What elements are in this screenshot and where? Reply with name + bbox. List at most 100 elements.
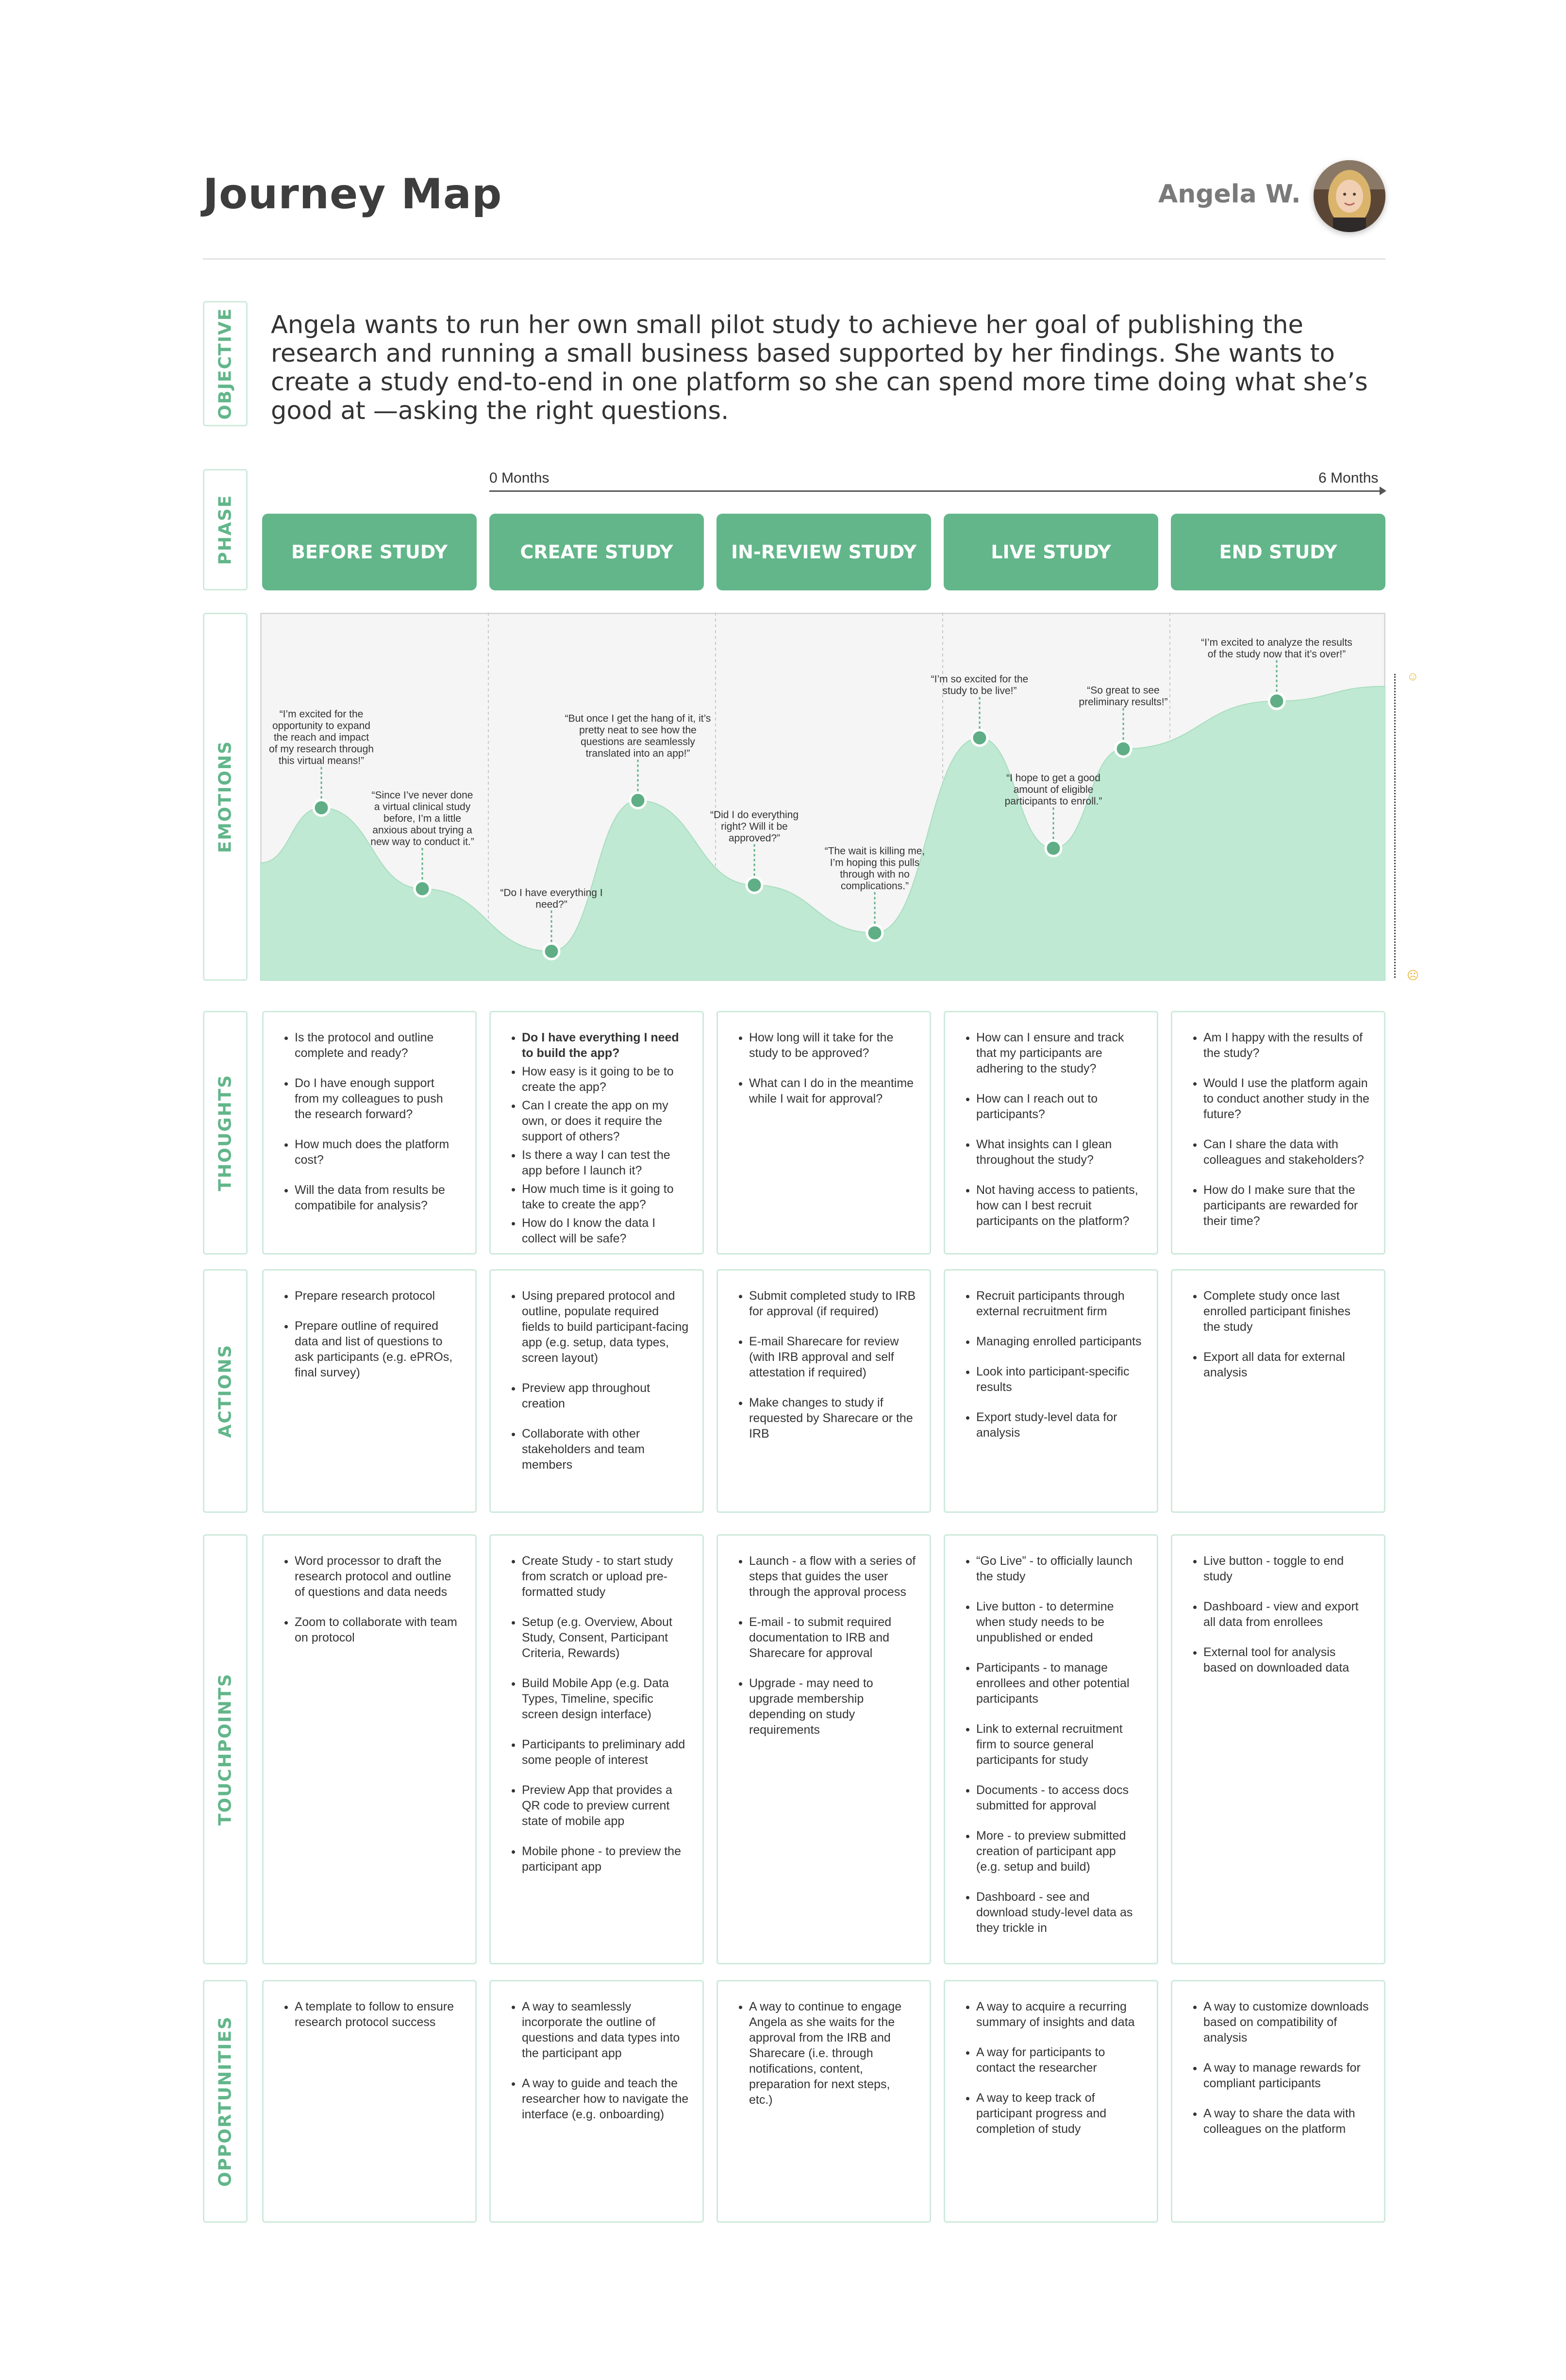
touchpoint-item: Link to external recruitment firm to sou… — [976, 1721, 1143, 1768]
touchpoint-item: Word processor to draft the research pro… — [295, 1553, 462, 1600]
touchpoint-item: Build Mobile App (e.g. Data Types, Timel… — [522, 1676, 689, 1722]
touchpoint-card-end-study: Live button - toggle to end studyDashboa… — [1171, 1534, 1385, 1964]
row-label-actions: ACTIONS — [203, 1269, 248, 1513]
action-item: Look into participant-specific results — [976, 1364, 1143, 1395]
touchpoint-item: Upgrade - may need to upgrade membership… — [749, 1676, 916, 1738]
action-card-before-study: Prepare research protocolPrepare outline… — [262, 1269, 477, 1513]
opportunity-card-end-study: A way to customize downloads based on co… — [1171, 1980, 1385, 2223]
timeline-start-label: 0 Months — [489, 470, 550, 486]
opportunity-card-create-study: A way to seamlessly incorporate the outl… — [489, 1980, 704, 2223]
thought-card-end-study: Am I happy with the results of the study… — [1171, 1011, 1385, 1255]
thought-item: Do I have enough support from my colleag… — [295, 1075, 462, 1122]
touchpoint-item: Launch - a flow with a series of steps t… — [749, 1553, 916, 1600]
opportunity-item: A way to guide and teach the researcher … — [522, 2076, 689, 2122]
thought-item: How do I know the data I collect will be… — [522, 1215, 689, 1246]
emotion-point — [1114, 739, 1133, 758]
thought-card-before-study: Is the protocol and outline complete and… — [262, 1011, 477, 1255]
opportunity-item: A way to keep track of participant progr… — [976, 2090, 1143, 2137]
phase-create-study: CREATE STUDY — [489, 514, 704, 590]
touchpoint-item: Participants to preliminary add some peo… — [522, 1737, 689, 1768]
action-card-in-review-study: Submit completed study to IRB for approv… — [716, 1269, 931, 1513]
opportunity-item: A way to manage rewards for compliant pa… — [1203, 2060, 1370, 2091]
row-label-objective: OBJECTIVE — [203, 301, 248, 426]
opportunity-item: A way to customize downloads based on co… — [1203, 1999, 1370, 2045]
row-label-emotions: EMOTIONS — [203, 613, 248, 981]
emotion-point — [866, 923, 884, 942]
thought-item: Can I share the data with colleagues and… — [1203, 1137, 1370, 1168]
phase-in-review-study: IN-REVIEW STUDY — [716, 514, 931, 590]
touchpoint-item: Create Study - to start study from scrat… — [522, 1553, 689, 1600]
action-card-create-study: Using prepared protocol and outline, pop… — [489, 1269, 704, 1513]
emotion-point — [745, 876, 764, 894]
emotion-quote: “The wait is killing me,I’m hoping this … — [825, 845, 925, 891]
touchpoint-item: Preview App that provides a QR code to p… — [522, 1782, 689, 1829]
thought-item: How much does the platform cost? — [295, 1137, 462, 1168]
emotion-point — [970, 729, 989, 747]
emotion-point — [1044, 839, 1063, 857]
thought-item: What insights can I glean throughout the… — [976, 1137, 1143, 1168]
opportunity-item: A way to acquire a recurring summary of … — [976, 1999, 1143, 2030]
row-label-phase: PHASE — [203, 469, 248, 590]
action-card-end-study: Complete study once last enrolled partic… — [1171, 1269, 1385, 1513]
action-item: Complete study once last enrolled partic… — [1203, 1288, 1370, 1335]
smiling-face-icon: ☺ — [1407, 670, 1419, 683]
action-item: Preview app throughout creation — [522, 1380, 689, 1411]
action-item: Submit completed study to IRB for approv… — [749, 1288, 916, 1319]
timeline-arrow-icon — [1380, 486, 1386, 495]
page-title: Journey Map — [203, 170, 502, 218]
touchpoint-item: E-mail - to submit required documentatio… — [749, 1614, 916, 1661]
opportunity-card-live-study: A way to acquire a recurring summary of … — [944, 1980, 1158, 2223]
action-item: Managing enrolled participants — [976, 1334, 1143, 1349]
row-label-thoughts: THOUGHTS — [203, 1011, 248, 1255]
touchpoint-item: Participants - to manage enrollees and o… — [976, 1660, 1143, 1707]
touchpoint-item: Mobile phone - to preview the participan… — [522, 1844, 689, 1875]
touchpoint-item: External tool for analysis based on down… — [1203, 1644, 1370, 1676]
sad-face-icon: ☹ — [1407, 969, 1419, 982]
action-item: Prepare research protocol — [295, 1288, 462, 1304]
persona-name: Angela W. — [1158, 180, 1301, 209]
thought-item: Do I have everything I need to build the… — [522, 1030, 689, 1061]
phase-before-study: BEFORE STUDY — [262, 514, 477, 590]
action-item: Export study-level data for analysis — [976, 1409, 1143, 1441]
action-item: Make changes to study if requested by Sh… — [749, 1395, 916, 1441]
emotion-point — [413, 880, 432, 898]
thought-item: Will the data from results be compatibil… — [295, 1182, 462, 1213]
touchpoint-card-before-study: Word processor to draft the research pro… — [262, 1534, 477, 1964]
touchpoint-item: Zoom to collaborate with team on protoco… — [295, 1614, 462, 1645]
action-item: Collaborate with other stakeholders and … — [522, 1426, 689, 1473]
objective-text: Angela wants to run her own small pilot … — [271, 311, 1368, 425]
thought-item: How easy is it going to be to create the… — [522, 1064, 689, 1095]
opportunity-item: A template to follow to ensure research … — [295, 1999, 462, 2030]
timeline-end-label: 6 Months — [1318, 470, 1379, 486]
thought-item: How can I ensure and track that my parti… — [976, 1030, 1143, 1076]
opportunity-item: A way for participants to contact the re… — [976, 2045, 1143, 2076]
touchpoint-card-create-study: Create Study - to start study from scrat… — [489, 1534, 704, 1964]
emotion-point — [1267, 692, 1286, 710]
thought-item: How do I make sure that the participants… — [1203, 1182, 1370, 1229]
emotion-point — [542, 942, 561, 960]
emotion-point — [312, 799, 331, 817]
emotion-point — [629, 791, 647, 810]
timeline-axis — [489, 490, 1383, 492]
thought-item: Is the protocol and outline complete and… — [295, 1030, 462, 1061]
thought-item: How much time is it going to take to cre… — [522, 1181, 689, 1212]
action-item: Export all data for external analysis — [1203, 1349, 1370, 1380]
touchpoint-item: Documents - to access docs submitted for… — [976, 1782, 1143, 1813]
touchpoint-item: More - to preview submitted creation of … — [976, 1828, 1143, 1875]
thought-card-create-study: Do I have everything I need to build the… — [489, 1011, 704, 1255]
action-item: E-mail Sharecare for review (with IRB ap… — [749, 1334, 916, 1380]
touchpoint-item: Setup (e.g. Overview, About Study, Conse… — [522, 1614, 689, 1661]
phase-end-study: END STUDY — [1171, 514, 1385, 590]
row-label-touchpoints: TOUCHPOINTS — [203, 1534, 248, 1964]
thought-item: How can I reach out to participants? — [976, 1091, 1143, 1122]
opportunity-card-in-review-study: A way to continue to engage Angela as sh… — [716, 1980, 931, 2223]
thought-item: How long will it take for the study to b… — [749, 1030, 916, 1061]
thought-card-in-review-study: How long will it take for the study to b… — [716, 1011, 931, 1255]
touchpoint-card-live-study: “Go Live” - to officially launch the stu… — [944, 1534, 1158, 1964]
thought-item: Is there a way I can test the app before… — [522, 1147, 689, 1178]
thought-card-live-study: How can I ensure and track that my parti… — [944, 1011, 1158, 1255]
avatar — [1314, 160, 1385, 232]
touchpoint-item: Dashboard - view and export all data fro… — [1203, 1599, 1370, 1630]
